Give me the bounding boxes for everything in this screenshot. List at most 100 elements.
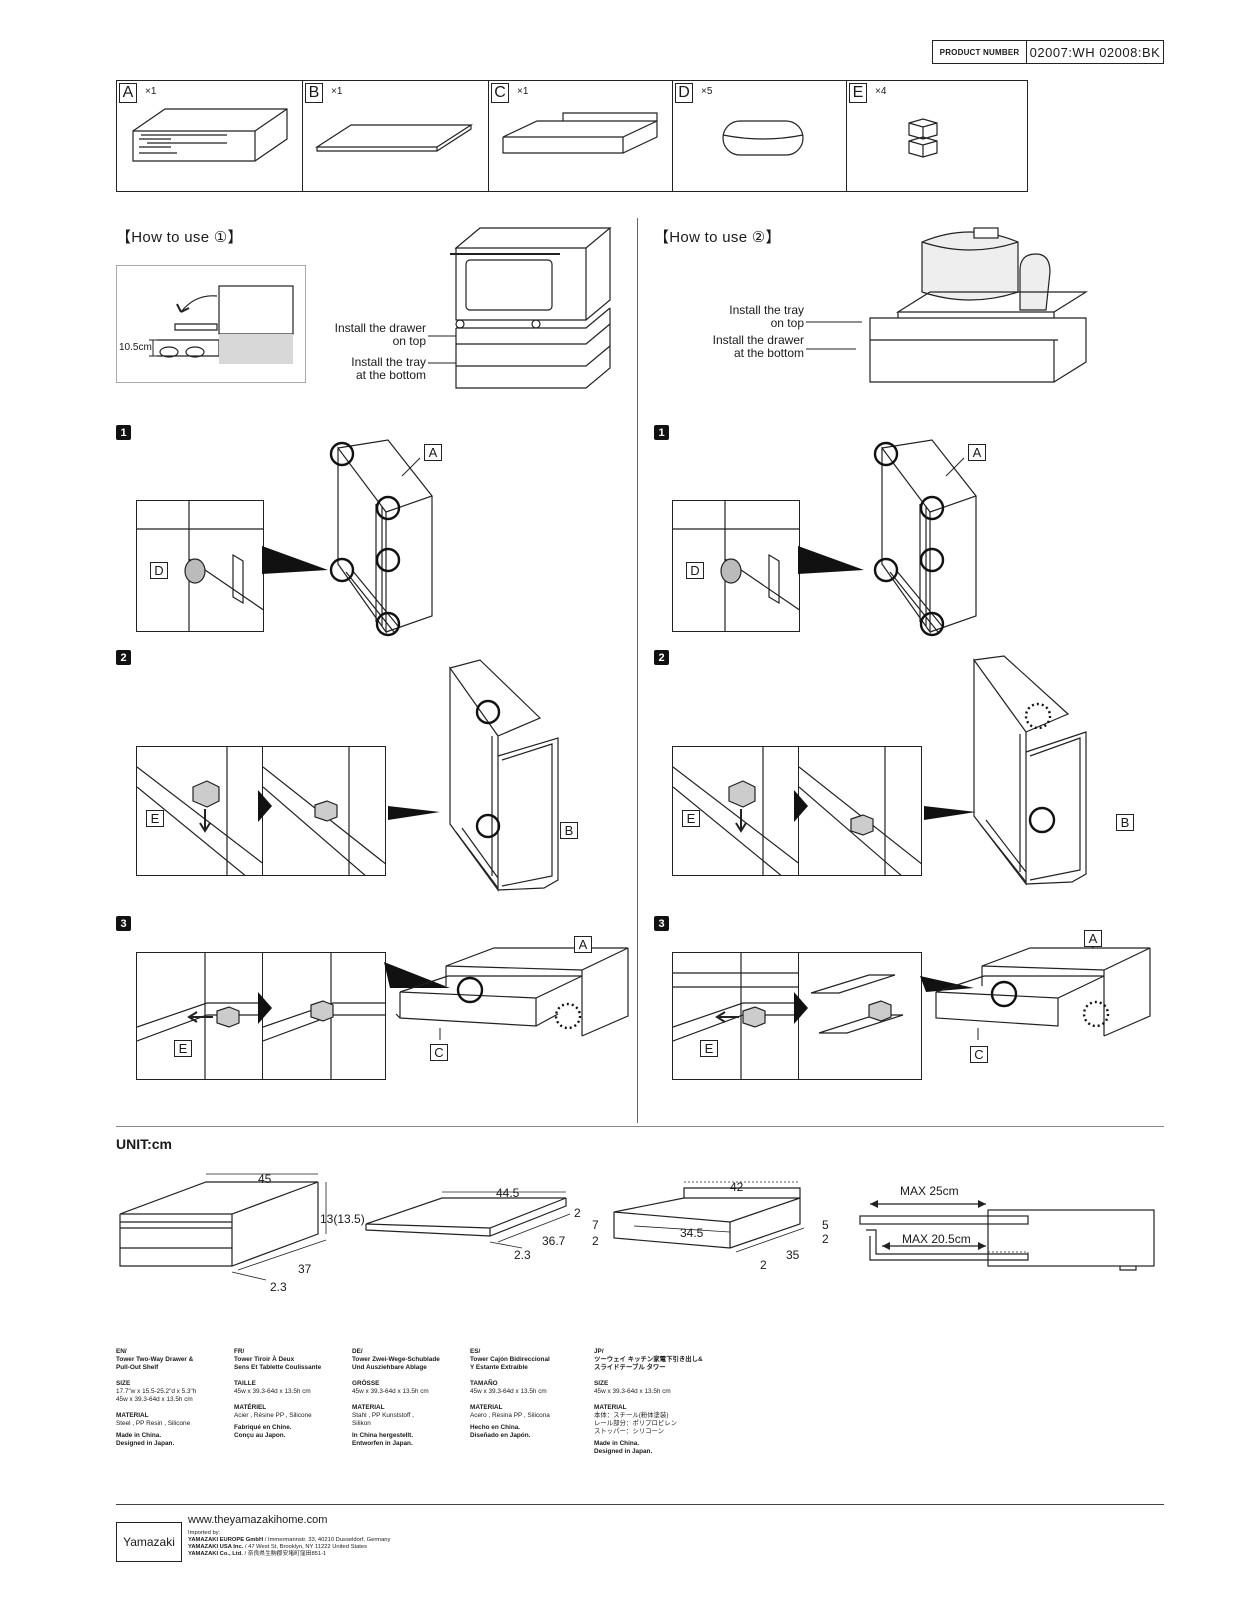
tray-height: 2	[574, 1206, 581, 1220]
detail-drawing	[799, 747, 921, 875]
label-a-step1-right: A	[968, 444, 986, 461]
step-1-right-frame	[873, 439, 977, 637]
how-to-use-2-title: 【How to use ②】	[654, 229, 781, 246]
part-b-drawing	[314, 124, 474, 152]
callout-line: on top	[392, 334, 426, 348]
detail-drawing	[263, 747, 385, 875]
step-2-right-arrows	[794, 790, 976, 822]
product-name: Y Estante Extraíble	[470, 1364, 528, 1371]
part-d-drawing	[722, 120, 804, 156]
material-heading: MATERIAL	[594, 1404, 627, 1411]
step-3-left-detail-a	[136, 952, 264, 1080]
callout-leaders-2	[806, 321, 862, 350]
origin: Designed in Japan.	[116, 1440, 175, 1447]
step-2-right-detail-b	[798, 746, 922, 876]
material-value: 本体：スチール(粉体塗装)	[594, 1412, 669, 1419]
part-a-drawing	[132, 108, 288, 162]
size-value: 45w x 39.3-64d x 13.5h cm	[470, 1388, 547, 1395]
lang-jp: JP/ ツーウェイ キッチン家電下引き出し& スライドテーブル タワー SIZE…	[594, 1348, 724, 1456]
ricecooker-on-tray-drawing	[869, 227, 1089, 383]
importer-us-name: YAMAZAKI USA Inc.	[188, 1544, 244, 1550]
material-heading: MATERIAL	[352, 1404, 385, 1411]
step-2-left: 2	[116, 650, 131, 665]
tray-lip: 2.3	[514, 1248, 531, 1262]
material-value: レール部分：ポリプロピレン	[594, 1420, 678, 1427]
part-letter: B	[305, 83, 323, 103]
shelf-height-left-2: 2	[592, 1234, 599, 1248]
callout-line: Install the drawer	[334, 321, 426, 335]
importer-eu-name: YAMAZAKI EUROPE GmbH	[188, 1537, 264, 1543]
part-b: B ×1	[303, 81, 489, 191]
product-name: Pull-Out Shelf	[116, 1364, 159, 1371]
units-title: UNIT:cm	[116, 1136, 173, 1152]
callout-line: at the bottom	[355, 368, 426, 382]
part-qty: ×4	[875, 86, 887, 97]
label-d: D	[150, 562, 168, 579]
callout-line: Install the tray	[351, 355, 426, 369]
drawer-height: 13(13.5)	[320, 1212, 365, 1226]
shelf-height-right-1: 5	[822, 1218, 829, 1232]
size-heading: TAILLE	[234, 1380, 256, 1387]
callout-tray-at-bottom: Install the tray at the bottom	[300, 356, 426, 382]
step-3-right-detail-b	[798, 952, 922, 1080]
label-b-left: B	[560, 822, 578, 839]
label-a-step1-left: A	[424, 444, 442, 461]
material-value: Silikon	[352, 1420, 371, 1427]
shelf-height-right-2: 2	[822, 1232, 829, 1246]
label-e: E	[174, 1040, 192, 1057]
part-letter: D	[675, 83, 693, 103]
step-3-left-arrows	[258, 962, 450, 1024]
importer-eu-address: / Immermannstr. 33, 40210 Dusseldorf, Ge…	[263, 1537, 391, 1543]
shelf-height-left-1: 7	[592, 1218, 599, 1232]
detail-drawing	[810, 974, 904, 1034]
website-link[interactable]: www.theyamazakihome.com	[188, 1514, 328, 1526]
product-number-label: PRODUCT NUMBER	[933, 41, 1027, 63]
importer-jp-name: YAMAZAKI Co., Ltd.	[188, 1551, 243, 1557]
origin: Conçu au Japon.	[234, 1432, 286, 1439]
step-3-left-detail-b	[262, 952, 386, 1080]
part-a: A ×1	[117, 81, 303, 191]
drawer-lip: 2.3	[270, 1280, 287, 1294]
material-heading: MATÉRIEL	[234, 1404, 267, 1411]
size-value: 45w x 39.3-64d x 13.5h cm	[352, 1388, 429, 1395]
detail-drawing	[137, 501, 263, 631]
label-e: E	[682, 810, 700, 827]
step-2-right-frame	[973, 655, 1087, 886]
max-extension-top: MAX 25cm	[900, 1184, 959, 1198]
step-2-left-arrows	[258, 790, 440, 822]
material-value: Acier , Résine PP , Silicone	[234, 1412, 312, 1419]
size-value: 17.7"w x 15.5-25.2"d x 5.3"h	[116, 1388, 197, 1395]
part-letter: E	[849, 83, 867, 103]
size-heading: TAMAÑO	[470, 1380, 498, 1387]
origin: Fabriqué en Chine.	[234, 1424, 292, 1431]
lang-code: ES/	[470, 1348, 481, 1355]
lang-code: EN/	[116, 1348, 127, 1355]
size-heading: SIZE	[116, 1380, 131, 1387]
callout-line: Install the drawer	[712, 333, 804, 347]
lang-es: ES/ Tower Cajón Bidireccional Y Estante …	[470, 1348, 588, 1440]
material-heading: MATERIAL	[116, 1412, 149, 1419]
size-value: 45w x 39.3-64d x 13.5h cm	[116, 1396, 193, 1403]
height-clearance-panel: 10.5cm	[116, 265, 306, 383]
importer-info: Imported by: YAMAZAKI EUROPE GmbH / Imme…	[188, 1530, 688, 1558]
imported-by: Imported by:	[188, 1530, 221, 1536]
importer-us-address: / 47 West St, Brooklyn, NY 11222 United …	[243, 1544, 368, 1550]
size-heading: GRÖSSE	[352, 1380, 380, 1387]
step-1-left-frame	[329, 439, 433, 637]
part-d: D ×5	[673, 81, 847, 191]
callout-line: on top	[770, 316, 804, 330]
part-qty: ×1	[331, 86, 343, 97]
step-1-left: 1	[116, 425, 131, 440]
extension-drawing	[859, 1200, 1155, 1271]
detail-drawing	[137, 747, 263, 875]
lang-fr: FR/ Tower Tiroir À Deux Sens Et Tablette…	[234, 1348, 352, 1440]
yamazaki-logo: Yamazaki	[116, 1522, 182, 1562]
step-3-right-assembly	[935, 939, 1151, 1040]
material-value: Acero , Resina PP , Silicona	[470, 1412, 550, 1419]
product-name: ツーウェイ キッチン家電下引き出し&	[594, 1356, 703, 1363]
divider-units	[116, 1126, 1164, 1127]
oven-on-drawer-drawing	[450, 227, 612, 389]
step-2-right: 2	[654, 650, 669, 665]
part-qty: ×1	[145, 86, 157, 97]
callout-drawer-on-top: Install the drawer on top	[300, 322, 426, 348]
